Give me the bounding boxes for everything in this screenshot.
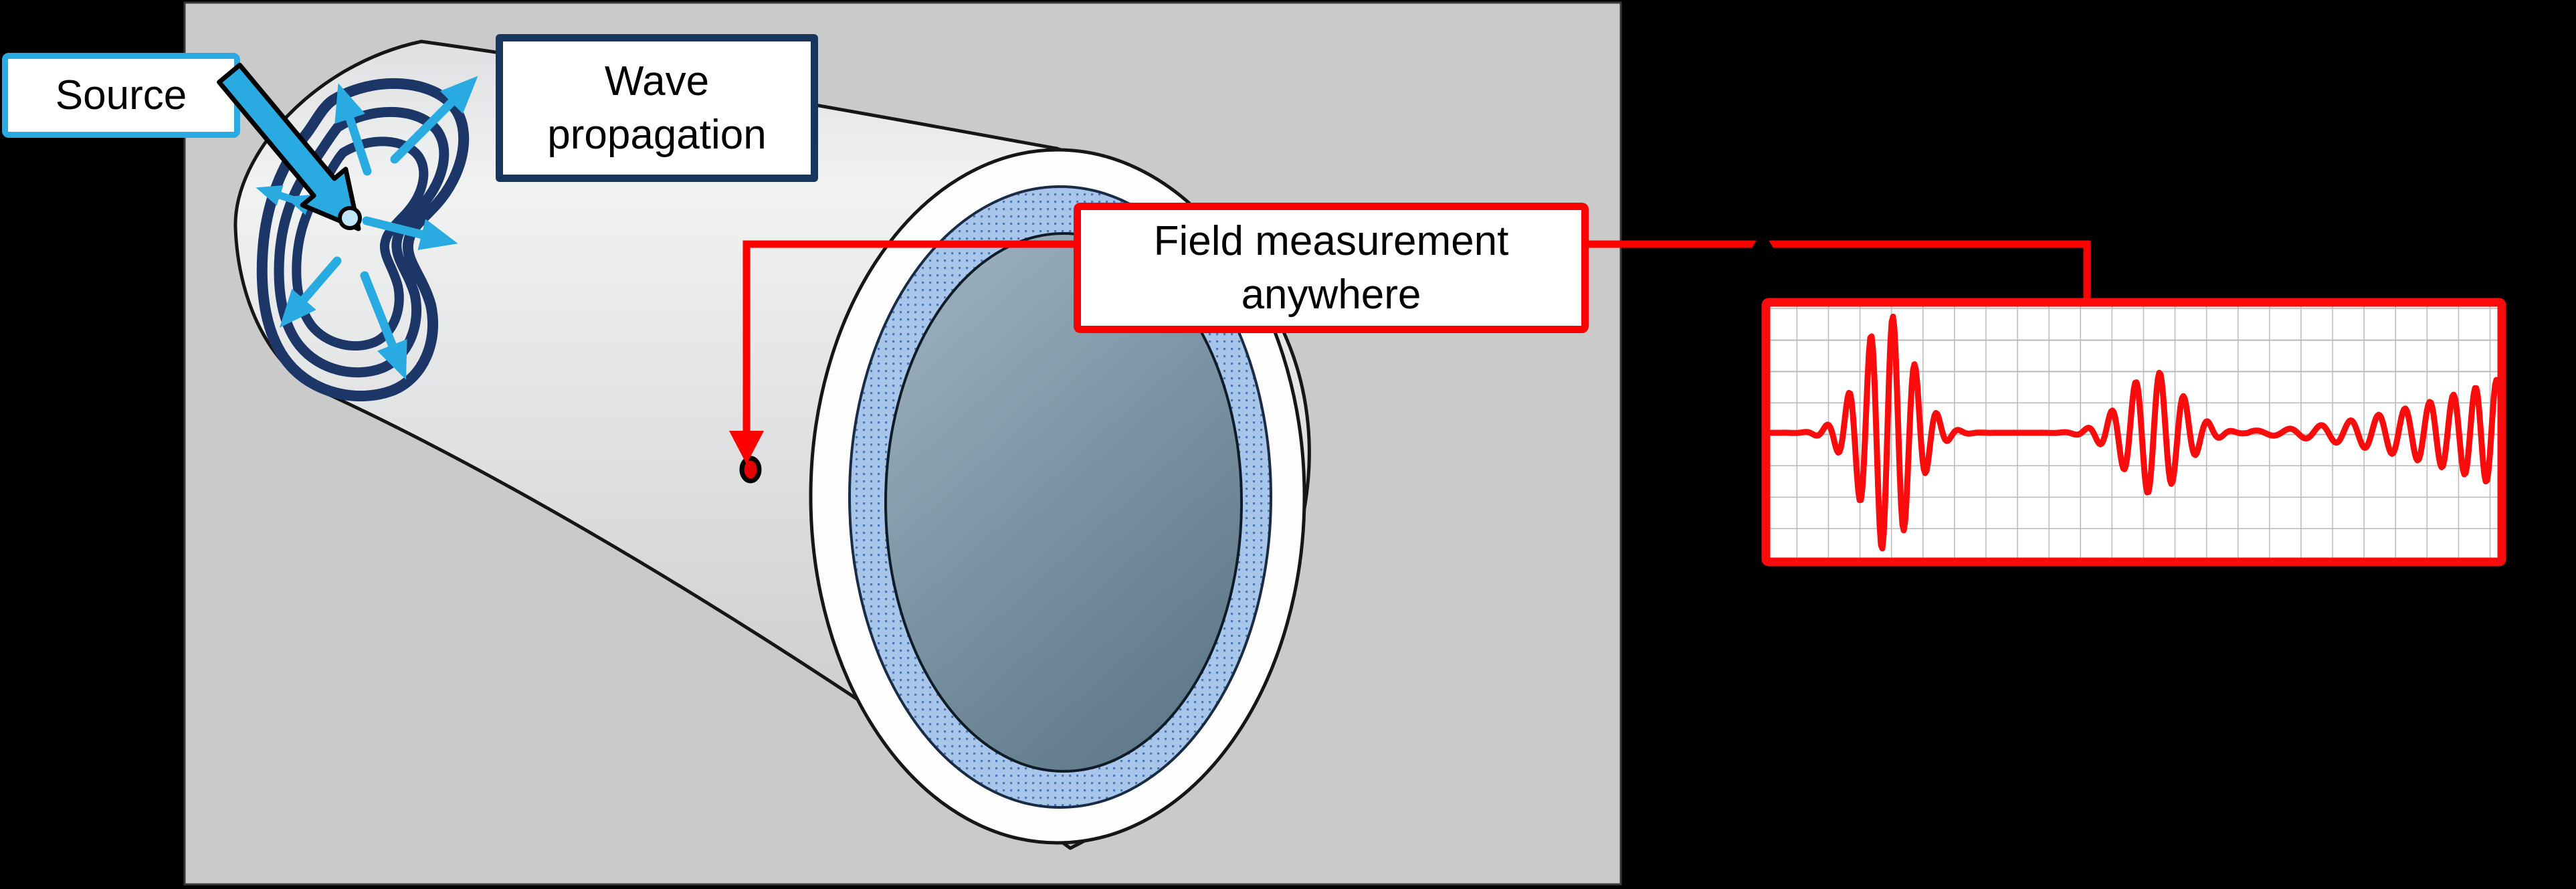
source-label: Source — [2, 53, 240, 138]
source-label-text: Source — [55, 72, 187, 118]
ray-southwest — [279, 256, 342, 328]
signal-plot — [1761, 298, 2506, 567]
connector-right — [1589, 240, 2091, 302]
field-measurement-label: Field measurement anywhere — [1074, 203, 1589, 333]
field-measurement-line2: anywhere — [1241, 271, 1421, 318]
connector-arrowhead — [729, 431, 764, 464]
ray-south — [360, 271, 407, 380]
ray-northeast — [390, 76, 478, 164]
connector-left — [742, 240, 1074, 436]
field-measurement-line1: Field measurement — [1153, 218, 1509, 265]
wavefront-arc-inner — [292, 136, 429, 351]
wave-propagation-label: Wave propagation — [496, 34, 818, 182]
wave-propagation-line2: propagation — [547, 111, 767, 158]
signal-waveform — [1768, 313, 2500, 552]
pipe-bore — [884, 232, 1243, 773]
connector-right-line — [1589, 240, 2091, 302]
connector-left-line — [742, 240, 1074, 436]
wave-propagation-line1: Wave — [604, 58, 710, 105]
timeline-marker-triangle — [1751, 230, 1775, 250]
ray-east — [362, 216, 458, 250]
plot-frame — [1761, 298, 2506, 567]
field-measurement-point — [739, 456, 762, 484]
